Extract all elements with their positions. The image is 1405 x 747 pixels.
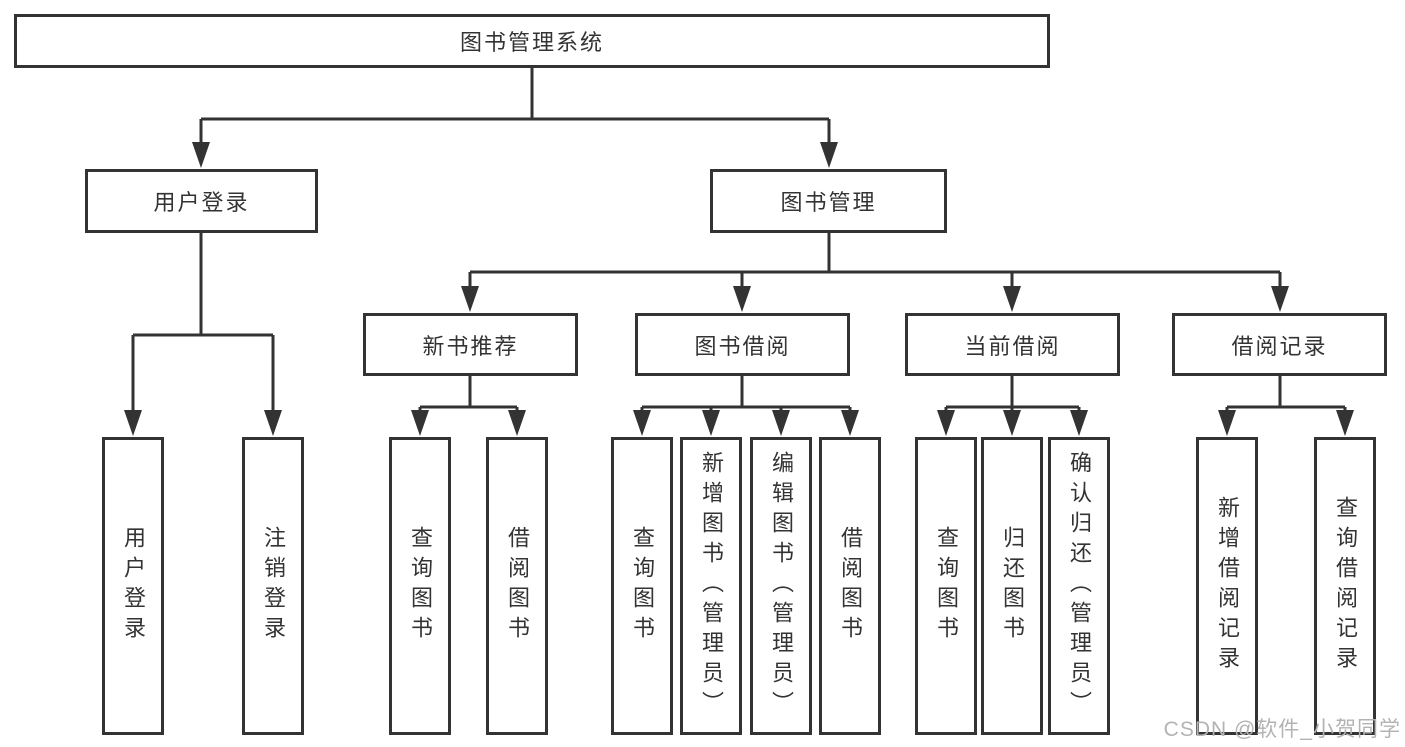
node-book-management: 图书管理 [710, 169, 947, 233]
node-label: 图书管理系统 [459, 30, 604, 55]
node-book-borrowing: 图书借阅 [635, 313, 850, 376]
node-label: 图书管理 [780, 190, 877, 215]
node-label: 查询图书 [408, 526, 433, 646]
node-library-management-system: 图书管理系统 [14, 14, 1050, 68]
node-label: 查询借阅记录 [1333, 496, 1358, 676]
node-leaf-add-borrow-record: 新增借阅记录 [1196, 437, 1258, 735]
node-label: 借阅记录 [1231, 333, 1328, 359]
node-current-borrowing: 当前借阅 [905, 313, 1120, 376]
node-leaf-query-books-2: 查询图书 [611, 437, 673, 735]
node-label: 借阅图书 [838, 526, 863, 646]
node-label: 图书借阅 [694, 333, 791, 359]
node-leaf-add-books-admin: 新增图书（管理员） [680, 437, 742, 735]
node-label: 归还图书 [1000, 526, 1025, 646]
node-user-login: 用户登录 [85, 169, 318, 233]
node-leaf-confirm-return-admin: 确认归还（管理员） [1048, 437, 1110, 735]
csdn-watermark: CSDN @软件_小贺同学 [1163, 718, 1401, 741]
node-leaf-query-books-3: 查询图书 [915, 437, 977, 735]
node-label: 编辑图书（管理员） [769, 451, 794, 721]
node-label: 用户登录 [153, 190, 250, 215]
node-label: 当前借阅 [964, 333, 1061, 359]
node-leaf-edit-books-admin: 编辑图书（管理员） [750, 437, 812, 735]
arrowheads [124, 142, 1354, 436]
node-leaf-borrow-books-1: 借阅图书 [486, 437, 548, 735]
node-label: 查询图书 [934, 526, 959, 646]
node-leaf-borrow-books-2: 借阅图书 [819, 437, 881, 735]
node-label: 新增图书（管理员） [699, 451, 724, 721]
node-leaf-logout: 注销登录 [242, 437, 304, 735]
node-label: 注销登录 [261, 526, 286, 646]
node-label: 用户登录 [121, 526, 146, 646]
node-label: 新增借阅记录 [1215, 496, 1240, 676]
node-leaf-query-borrow-record: 查询借阅记录 [1314, 437, 1376, 735]
node-leaf-return-books: 归还图书 [981, 437, 1043, 735]
node-label: 新书推荐 [422, 333, 519, 359]
node-leaf-query-books-1: 查询图书 [389, 437, 451, 735]
node-borrowing-records: 借阅记录 [1172, 313, 1387, 376]
node-new-book-recommend: 新书推荐 [363, 313, 578, 376]
node-label: 确认归还（管理员） [1067, 451, 1092, 721]
node-leaf-user-login: 用户登录 [102, 437, 164, 735]
node-label: 查询图书 [630, 526, 655, 646]
node-label: 借阅图书 [505, 526, 530, 646]
